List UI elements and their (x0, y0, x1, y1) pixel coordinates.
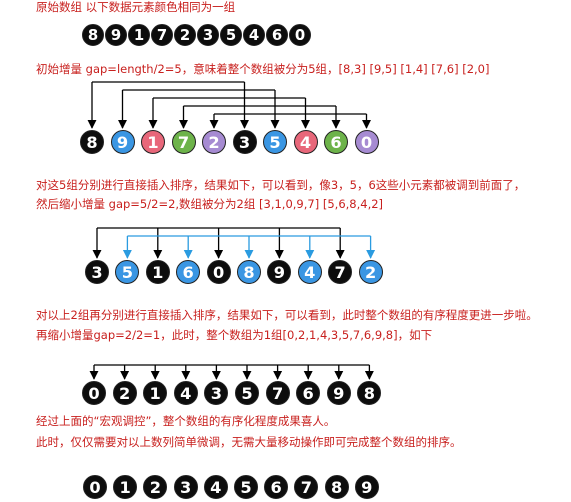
node-original-1: 9 (105, 24, 127, 46)
node-original-5: 3 (197, 24, 219, 46)
node-gap2-4: 0 (206, 260, 231, 284)
node-gap1-2: 1 (143, 381, 168, 405)
node-sorted-2: 2 (143, 475, 168, 499)
node-sorted-9: 9 (354, 475, 379, 499)
node-sorted-5: 5 (234, 475, 258, 499)
node-gap2-3: 6 (176, 260, 201, 284)
node-gap5-9: 0 (354, 130, 379, 154)
note-gap5: 初始增量 gap=length/2=5，意味着整个数组被分为5组，[8,3] [… (36, 62, 490, 76)
node-gap2-5: 8 (237, 260, 261, 284)
node-original-4: 2 (174, 24, 196, 46)
node-original-2: 1 (128, 24, 150, 46)
node-gap1-4: 3 (204, 381, 229, 405)
note-original: 原始数组 以下数据元素颜色相同为一组 (36, 0, 236, 14)
node-gap1-0: 0 (82, 381, 106, 405)
node-gap5-1: 9 (110, 130, 135, 154)
note-gap1-line1: 对以上2组再分别进行直接插入排序，结果如下，可以看到，此时整个数组的有序程度更进… (36, 308, 538, 322)
node-gap5-6: 5 (263, 130, 287, 154)
node-original-3: 7 (151, 24, 173, 46)
node-original-9: 0 (289, 24, 311, 46)
node-gap5-8: 6 (324, 130, 348, 154)
node-sorted-3: 3 (173, 475, 198, 499)
node-original-7: 4 (243, 24, 265, 46)
node-gap5-2: 1 (141, 130, 165, 154)
node-gap2-1: 5 (115, 260, 140, 284)
node-sorted-1: 1 (113, 475, 138, 499)
node-gap1-8: 9 (326, 381, 351, 405)
node-sorted-6: 6 (264, 475, 289, 499)
node-gap1-6: 7 (265, 381, 290, 405)
node-gap5-3: 7 (171, 130, 196, 154)
node-gap2-2: 1 (145, 260, 170, 284)
node-gap1-7: 6 (296, 381, 321, 405)
node-original-8: 6 (266, 24, 288, 46)
node-sorted-8: 8 (324, 475, 349, 499)
node-gap5-5: 3 (232, 130, 257, 154)
node-gap2-9: 2 (358, 260, 383, 284)
node-sorted-7: 7 (294, 475, 319, 499)
node-sorted-4: 4 (203, 475, 228, 499)
node-sorted-0: 0 (83, 475, 107, 499)
node-gap1-1: 2 (112, 381, 137, 405)
note-gap2-line1: 对这5组分别进行直接插入排序，结果如下，可以看到，像3，5，6这些小元素都被调到… (36, 178, 526, 192)
node-gap1-9: 8 (357, 381, 382, 405)
note-final-line2: 此时，仅仅需要对以上数列简单微调，无需大量移动操作即可完成整个数组的排序。 (36, 435, 462, 449)
note-gap2-line2: 然后缩小增量 gap=5/2=2,数组被分为2组 [3,1,0,9,7] [5,… (36, 197, 384, 211)
node-gap1-3: 4 (173, 381, 198, 405)
node-gap2-8: 7 (328, 260, 353, 284)
node-gap2-6: 9 (267, 260, 292, 284)
node-original-6: 5 (220, 24, 242, 46)
node-gap1-5: 5 (235, 381, 259, 405)
note-final-line1: 经过上面的“宏观调控”，整个数组的有序化程度成果喜人。 (36, 414, 336, 428)
node-gap2-0: 3 (85, 260, 109, 284)
node-gap2-7: 4 (297, 260, 322, 284)
node-original-0: 8 (82, 24, 104, 46)
node-gap5-4: 2 (202, 130, 226, 154)
note-gap1-line2: 再缩小增量gap=2/2=1，此时，整个数组为1组[0,2,1,4,3,5,7,… (36, 328, 433, 342)
node-gap5-7: 4 (293, 130, 318, 154)
node-gap5-0: 8 (80, 130, 104, 154)
